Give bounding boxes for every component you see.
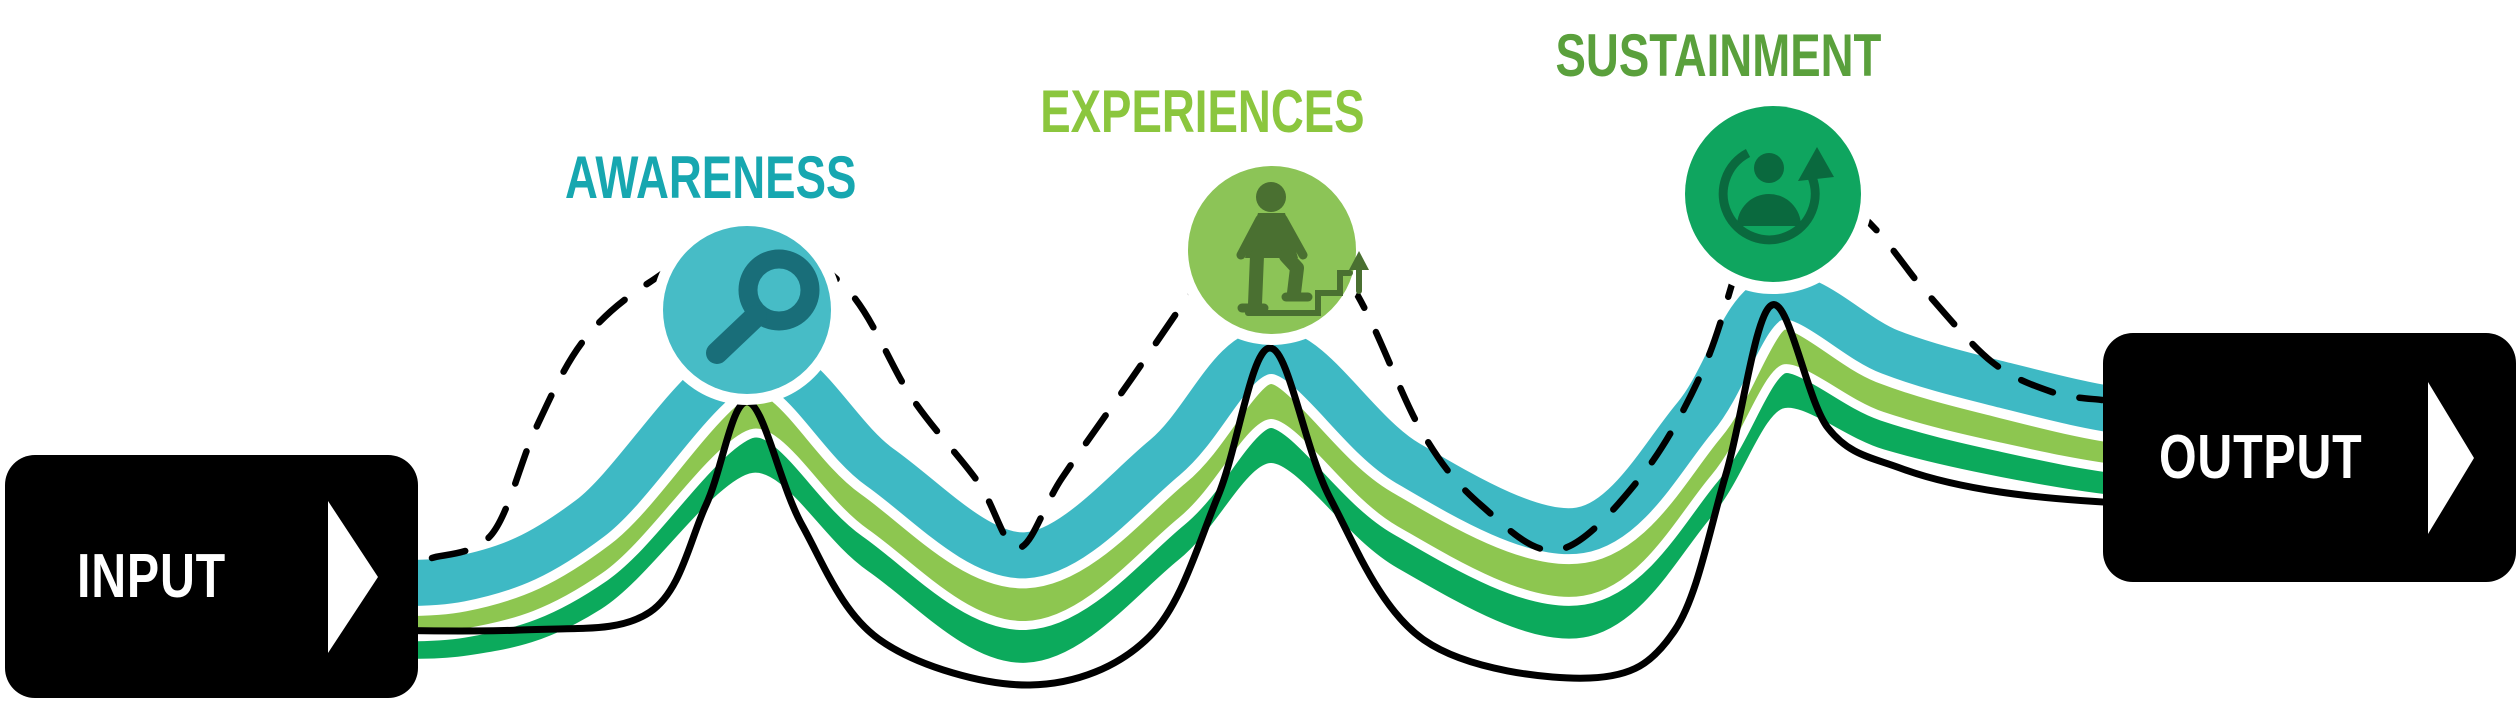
output-label: OUTPUT	[2159, 422, 2363, 492]
stage-label-sustainment: SUSTAINMENT	[1458, 26, 1978, 86]
solid-journey-line	[296, 301, 2264, 689]
person-climbing-stairs-icon	[1236, 182, 1369, 316]
input-label: INPUT	[77, 541, 226, 611]
stage-label-awareness: AWARENESS	[451, 148, 971, 208]
stage-circle-sustainment	[1673, 94, 1873, 294]
sustainment-label-text: SUSTAINMENT	[1555, 22, 1881, 89]
teal-ribbon	[267, 273, 2283, 607]
input-arrow-icon	[328, 500, 378, 653]
input-box: INPUT	[5, 455, 418, 698]
awareness-label-text: AWARENESS	[565, 144, 857, 211]
experiences-label-text: EXPERIENCES	[1039, 78, 1365, 145]
output-box: OUTPUT	[2103, 333, 2516, 582]
circle-fill	[1685, 106, 1861, 282]
person-refresh-cycle-icon	[1718, 147, 1834, 245]
magnifying-glass-icon	[706, 249, 820, 364]
stage-label-experiences: EXPERIENCES	[942, 82, 1462, 142]
output-arrow-icon	[2428, 381, 2474, 534]
